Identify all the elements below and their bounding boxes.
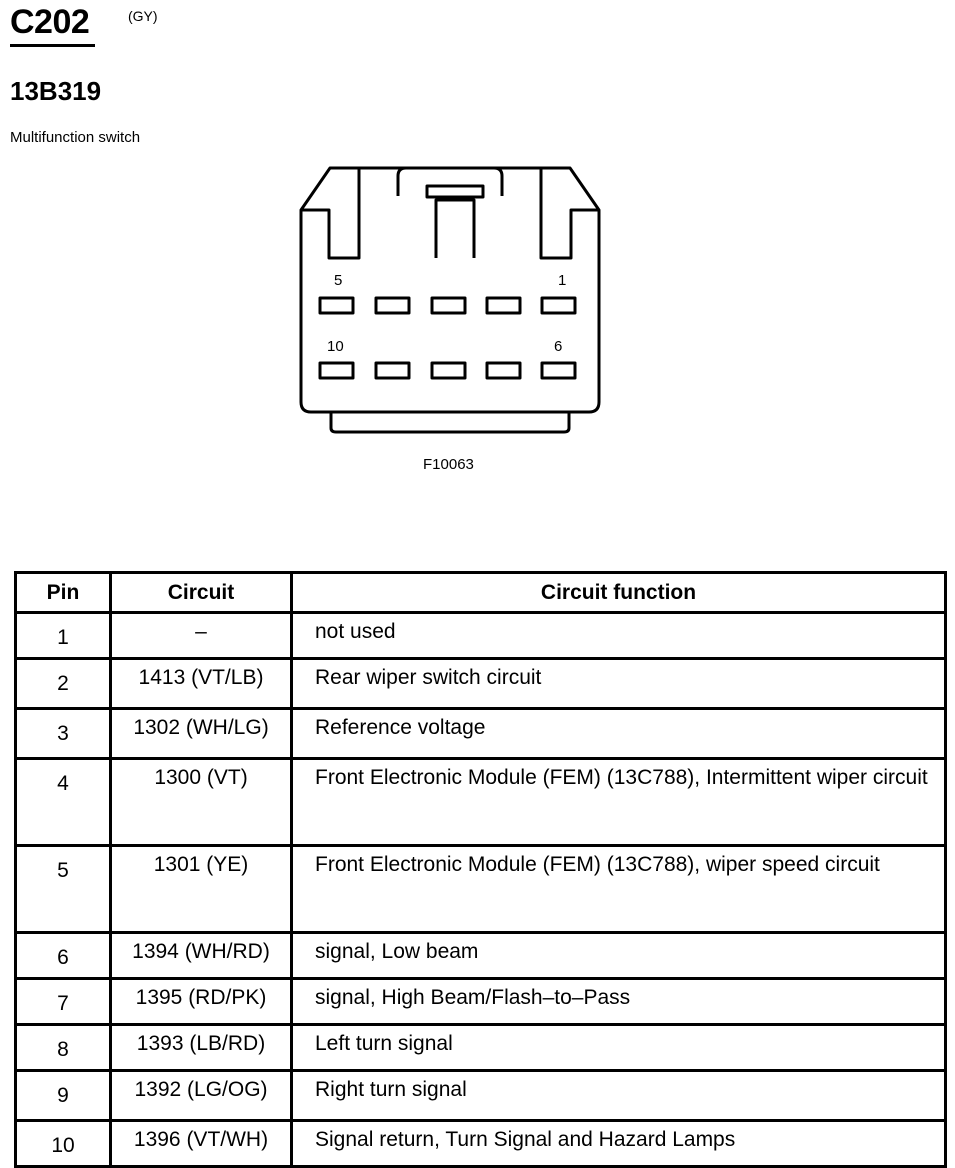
part-number: 13B319 bbox=[10, 76, 102, 106]
table-row: 6 1394 (WH/RD) signal, Low beam bbox=[14, 931, 947, 980]
pin-label-1: 1 bbox=[558, 272, 566, 289]
pin-table: Pin Circuit Circuit function 1 – not use… bbox=[14, 571, 947, 1168]
pin-cavity-9 bbox=[374, 361, 411, 380]
pin-cavity-7 bbox=[485, 361, 522, 380]
table-row: 10 1396 (VT/WH) Signal return, Turn Sign… bbox=[14, 1119, 947, 1168]
circuit-cell: 1392 (LG/OG) bbox=[109, 1069, 293, 1122]
circuit-cell: 1302 (WH/LG) bbox=[109, 707, 293, 760]
pin-label-6: 6 bbox=[554, 338, 562, 355]
function-cell: signal, High Beam/Flash–to–Pass bbox=[290, 977, 947, 1026]
pin-cell: 3 bbox=[14, 707, 112, 760]
pin-cell: 9 bbox=[14, 1069, 112, 1122]
component-name: Multifunction switch bbox=[10, 129, 141, 146]
circuit-cell: 1301 (YE) bbox=[109, 844, 293, 934]
table-row: 5 1301 (YE) Front Electronic Module (FEM… bbox=[14, 844, 947, 934]
pin-cell: 5 bbox=[14, 844, 112, 934]
pin-cavity-4 bbox=[374, 296, 411, 315]
pin-cell: 7 bbox=[14, 977, 112, 1026]
circuit-cell: 1393 (LB/RD) bbox=[109, 1023, 293, 1072]
connector-center-key bbox=[434, 198, 476, 258]
function-cell: Front Electronic Module (FEM) (13C788), … bbox=[290, 757, 947, 847]
circuit-cell: 1395 (RD/PK) bbox=[109, 977, 293, 1026]
pin-cavity-3 bbox=[430, 296, 467, 315]
table-row: 2 1413 (VT/LB) Rear wiper switch circuit bbox=[14, 657, 947, 710]
function-cell: Signal return, Turn Signal and Hazard La… bbox=[290, 1119, 947, 1168]
circuit-cell: 1300 (VT) bbox=[109, 757, 293, 847]
connector-bottom-lip bbox=[329, 412, 571, 434]
table-row: 7 1395 (RD/PK) signal, High Beam/Flash–t… bbox=[14, 977, 947, 1026]
header-circuit: Circuit bbox=[109, 571, 293, 614]
table-row: 1 – not used bbox=[14, 611, 947, 660]
table-header-row: Pin Circuit Circuit function bbox=[14, 571, 947, 614]
pin-cell: 1 bbox=[14, 611, 112, 660]
circuit-cell: 1394 (WH/RD) bbox=[109, 931, 293, 980]
pin-cell: 6 bbox=[14, 931, 112, 980]
function-cell: Right turn signal bbox=[290, 1069, 947, 1122]
connector-housing-outline bbox=[299, 166, 601, 414]
connector-key-bar bbox=[425, 184, 485, 199]
pin-cavity-6 bbox=[540, 361, 577, 380]
connector-left-latch bbox=[301, 168, 361, 260]
pin-cavity-10 bbox=[318, 361, 355, 380]
circuit-cell: – bbox=[109, 611, 293, 660]
pin-cavity-5 bbox=[318, 296, 355, 315]
pin-cavity-2 bbox=[485, 296, 522, 315]
connector-face-diagram: 5 1 10 6 bbox=[299, 166, 601, 434]
pin-cell: 8 bbox=[14, 1023, 112, 1072]
pin-label-10: 10 bbox=[327, 338, 344, 355]
function-cell: signal, Low beam bbox=[290, 931, 947, 980]
circuit-cell: 1396 (VT/WH) bbox=[109, 1119, 293, 1168]
connector-id-underline bbox=[10, 44, 95, 47]
table-row: 4 1300 (VT) Front Electronic Module (FEM… bbox=[14, 757, 947, 847]
function-cell: Front Electronic Module (FEM) (13C788), … bbox=[290, 844, 947, 934]
pin-cavity-8 bbox=[430, 361, 467, 380]
connector-id: C202 bbox=[10, 3, 90, 41]
header-function: Circuit function bbox=[290, 571, 947, 614]
connector-color: (GY) bbox=[128, 8, 158, 24]
table-row: 9 1392 (LG/OG) Right turn signal bbox=[14, 1069, 947, 1122]
pin-cell: 2 bbox=[14, 657, 112, 710]
pin-cavity-1 bbox=[540, 296, 577, 315]
pin-label-5: 5 bbox=[334, 272, 342, 289]
circuit-cell: 1413 (VT/LB) bbox=[109, 657, 293, 710]
pin-cell: 10 bbox=[14, 1119, 112, 1168]
connector-right-latch bbox=[539, 168, 599, 260]
function-cell: Rear wiper switch circuit bbox=[290, 657, 947, 710]
function-cell: not used bbox=[290, 611, 947, 660]
table-row: 8 1393 (LB/RD) Left turn signal bbox=[14, 1023, 947, 1072]
header-pin: Pin bbox=[14, 571, 112, 614]
function-cell: Left turn signal bbox=[290, 1023, 947, 1072]
connector-key-cap bbox=[396, 166, 504, 196]
function-cell: Reference voltage bbox=[290, 707, 947, 760]
table-row: 3 1302 (WH/LG) Reference voltage bbox=[14, 707, 947, 760]
figure-id: F10063 bbox=[423, 456, 474, 473]
pin-cell: 4 bbox=[14, 757, 112, 847]
